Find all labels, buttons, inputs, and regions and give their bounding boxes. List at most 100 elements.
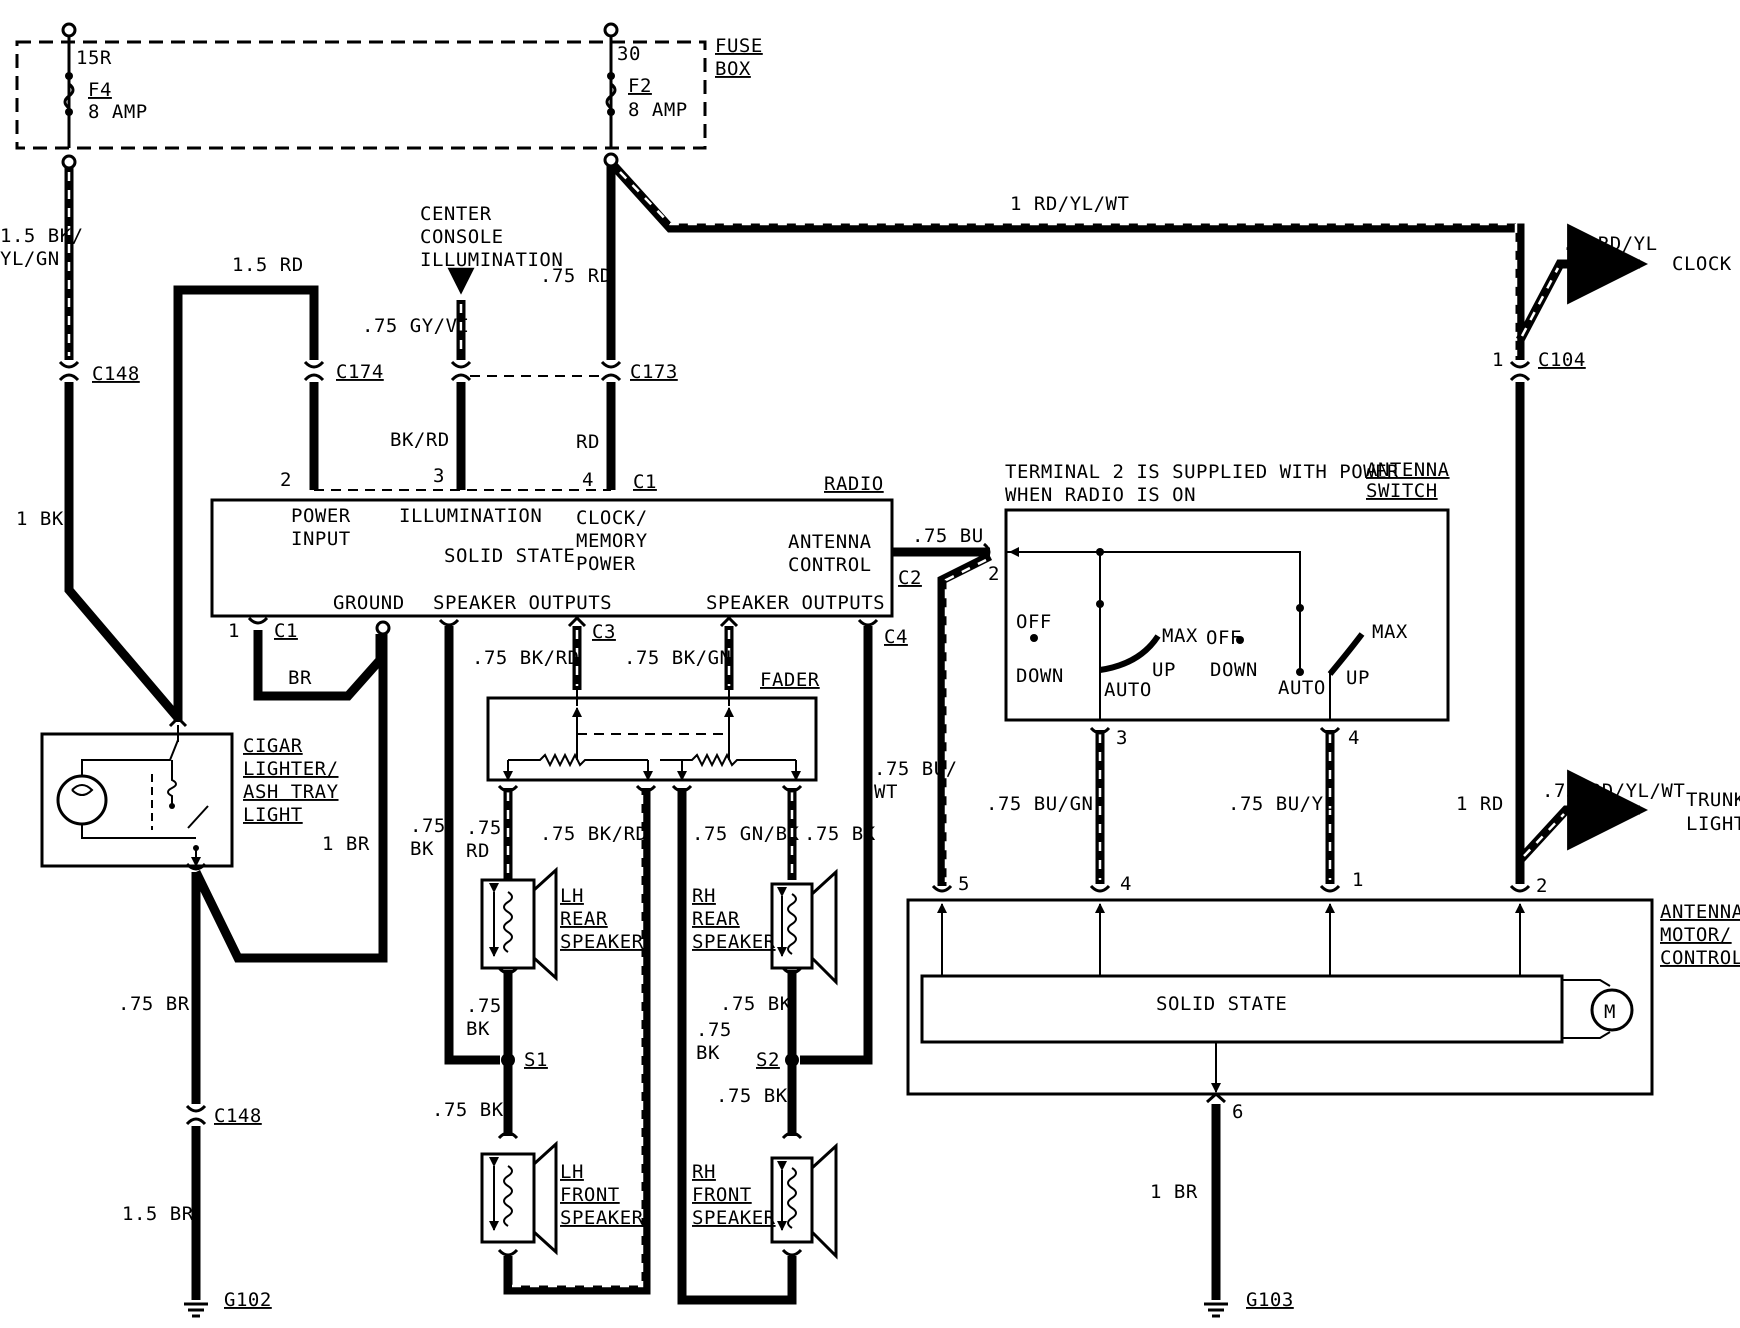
- wire-label-1rd: 1 RD: [1456, 793, 1504, 815]
- radio-name: RADIO: [824, 473, 884, 495]
- wire-label-075bk-rd-lh: .75 BK/RD: [540, 823, 647, 845]
- wire-illumination: CENTER CONSOLE ILLUMINATION .75 GY/VI BK…: [362, 203, 602, 490]
- pin-radio-3: 3: [433, 465, 445, 487]
- wire-label-075bk-s2-mid-2: BK: [696, 1042, 720, 1064]
- wire-switch-motor: 3 .75 BU/GN 4 4 .75 BU/YL 1 2: [986, 726, 1548, 897]
- speaker-lh-front: LH FRONT SPEAKER: [480, 1140, 644, 1256]
- wire-label-075bk-s1-top-1: .75: [466, 995, 502, 1017]
- antenna-motor-name-3: CONTROL: [1660, 947, 1740, 969]
- cigar-lighter-label-4: LIGHT: [243, 804, 303, 826]
- pin-motor-2: 2: [1536, 875, 1548, 897]
- switch-left-down: DOWN: [1016, 665, 1064, 687]
- connector-c2: C2: [898, 567, 922, 589]
- wire-label-075bu-wt-2: WT: [874, 781, 898, 803]
- radio-ground: GROUND: [333, 592, 405, 614]
- fuse-f2: 30 F2 8 AMP: [603, 22, 687, 148]
- connector-c104: C104: [1538, 349, 1586, 371]
- pin-radio-4: 4: [582, 469, 594, 491]
- wire-label-075bk-left-2: BK: [410, 838, 434, 860]
- switch-right-auto: AUTO: [1278, 677, 1326, 699]
- fuse-f4: 15R F4 8 AMP: [61, 22, 148, 148]
- pin-c2-2: 2: [988, 563, 1000, 585]
- wire-g103: 6 1 BR G103: [1150, 1091, 1294, 1318]
- radio-antenna-control-1: ANTENNA: [788, 531, 872, 553]
- wire-label-15bk-yl-gn-1: 1.5 BK/: [0, 225, 84, 247]
- wire-label-15bk-yl-gn-2: YL/GN: [0, 248, 60, 270]
- destination-trunk-light-1: TRUNK: [1686, 789, 1740, 811]
- pin-motor-5: 5: [958, 873, 970, 895]
- wire-label-075bk-rh: .75 BK: [804, 823, 876, 845]
- antenna-switch-note-2: WHEN RADIO IS ON: [1005, 484, 1196, 506]
- connector-g103: G103: [1246, 1289, 1294, 1311]
- wire-label-075bk-gn-top: .75 BK/GN: [624, 647, 731, 669]
- connector-c173: C173: [630, 361, 678, 383]
- switch-right-up: UP: [1346, 667, 1370, 689]
- wire-label-bk-rd: BK/RD: [390, 429, 450, 451]
- speaker-rh-front: RH FRONT SPEAKER: [692, 1142, 838, 1260]
- wire-label-075bu-wt-1: .75 BU/: [874, 758, 958, 780]
- cigar-lighter: CIGAR LIGHTER/ ASH TRAY LIGHT: [40, 715, 339, 868]
- connector-c1-bottom: C1: [274, 620, 298, 642]
- wire-label-075bk-s1-top-2: BK: [466, 1018, 490, 1040]
- pin-motor-1: 1: [1352, 869, 1364, 891]
- fuse-f4-rating: 8 AMP: [88, 101, 148, 123]
- destination-clock: CLOCK: [1672, 253, 1732, 275]
- wire-label-br: BR: [288, 667, 312, 689]
- wire-label-05rd-yl: .5 RD/YL: [1562, 233, 1658, 255]
- wire-label-075br: .75 BR: [118, 993, 190, 1015]
- splice-s2: S2: [756, 1049, 780, 1071]
- switch-right-down: DOWN: [1210, 659, 1258, 681]
- speaker-rh-front-label-1: RH: [692, 1161, 716, 1183]
- radio-antenna-control-2: CONTROL: [788, 554, 872, 576]
- radio-speaker-outputs-right: SPEAKER OUTPUTS: [706, 592, 885, 614]
- speaker-rh-front-label-3: SPEAKER: [692, 1207, 776, 1229]
- antenna-switch-note-1: TERMINAL 2 IS SUPPLIED WITH POWER: [1005, 461, 1399, 483]
- pin-switch-4: 4: [1348, 727, 1360, 749]
- wire-label-1bk: 1 BK: [16, 508, 64, 530]
- speaker-rh-front-label-2: FRONT: [692, 1184, 752, 1206]
- antenna-switch-name-1: ANTENNA: [1366, 459, 1450, 481]
- wire-speaker-outputs: .75 BK C3 .75 BK/RD .75 BK/GN C4 .75 BU/…: [410, 615, 958, 1065]
- fuse-f4-name: F4: [88, 79, 112, 101]
- pin-c104-1: 1: [1492, 349, 1504, 371]
- wire-f2-feed: .75 RD C173 RD 4 C1 1 RD/YL/WT 1 C104 .5…: [540, 152, 1740, 884]
- switch-right-max: MAX: [1372, 621, 1408, 643]
- wire-label-075bk-s2-mid-1: .75: [696, 1019, 732, 1041]
- speaker-lh-front-label-3: SPEAKER: [560, 1207, 644, 1229]
- antenna-switch: TERMINAL 2 IS SUPPLIED WITH POWER WHEN R…: [1004, 459, 1450, 722]
- radio-power-input-2: INPUT: [291, 528, 351, 550]
- connector-c148-bottom: C148: [214, 1105, 262, 1127]
- connector-c4: C4: [884, 626, 908, 648]
- wire-antenna-control: .75 BU C2 2 5: [892, 525, 1000, 895]
- fader: FADER: [486, 669, 820, 782]
- radio-clock-memory-2: MEMORY: [576, 530, 648, 552]
- speaker-rh-rear: RH REAR SPEAKER: [692, 868, 838, 986]
- wire-radio-ground: 1 C1 BR 1 BR: [191, 616, 391, 963]
- pin-switch-3: 3: [1116, 727, 1128, 749]
- fuse-f2-name: F2: [628, 75, 652, 97]
- connector-c174: C174: [336, 361, 384, 383]
- wire-rh-speakers: .75 GN/BK .75 BK .75 BK .75 BK S2 .75 BK: [671, 784, 876, 1305]
- wire-label-075rd-lh-1: .75: [466, 817, 502, 839]
- radio-clock-memory-3: POWER: [576, 553, 636, 575]
- antenna-motor-name-2: MOTOR/: [1660, 924, 1732, 946]
- center-console-label-3: ILLUMINATION: [420, 249, 563, 271]
- speaker-rh-rear-label-3: SPEAKER: [692, 931, 776, 953]
- switch-left-up: UP: [1152, 659, 1176, 681]
- center-console-label-2: CONSOLE: [420, 226, 504, 248]
- cigar-lighter-label-2: LIGHTER/: [243, 758, 339, 780]
- pin-radio-2: 2: [280, 469, 292, 491]
- wire-g102: .75 BR C148 1.5 BR G102: [118, 862, 271, 1318]
- wire-label-1br-right: 1 BR: [1150, 1181, 1198, 1203]
- fader-label: FADER: [760, 669, 820, 691]
- antenna-solid-state: SOLID STATE: [1156, 993, 1287, 1015]
- fuse-box-label-2: BOX: [715, 58, 751, 80]
- wire-lh-speakers: .75 RD .75 BK S1 .75 BK .75 BK/RD: [432, 784, 657, 1295]
- wire-label-075bk-s2-bottom: .75 BK: [716, 1085, 788, 1107]
- wire-label-075bu-gn: .75 BU/GN: [986, 793, 1093, 815]
- speaker-lh-front-label-1: LH: [560, 1161, 584, 1183]
- wire-label-075rd-yl-wt: .75 RD/YL/WT: [1542, 780, 1685, 802]
- pin-radio-1: 1: [228, 620, 240, 642]
- radio-clock-memory-1: CLOCK/: [576, 507, 648, 529]
